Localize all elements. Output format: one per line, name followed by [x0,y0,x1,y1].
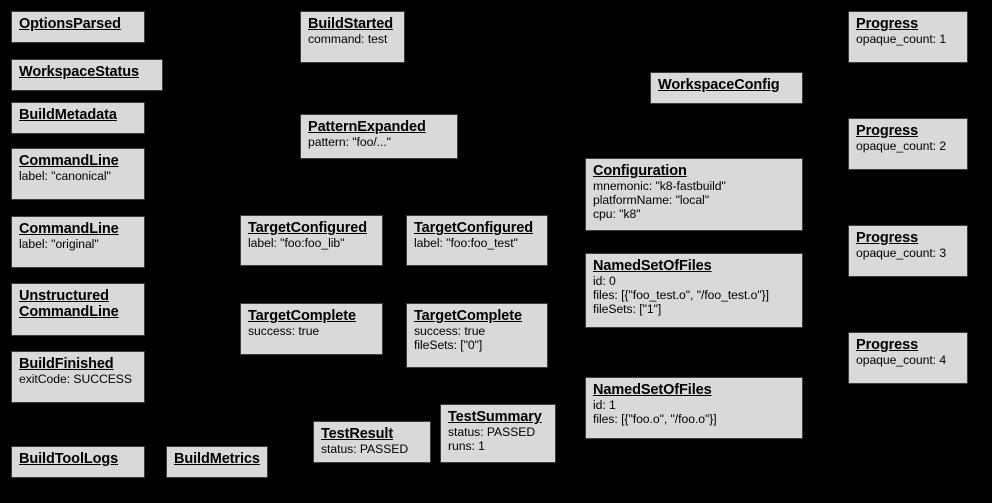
event-node-field: files: [{"foo.o", "/foo.o"}] [593,412,717,427]
event-node-fields: exitCode: SUCCESS [19,373,138,387]
event-node-field: fileSets: ["0"] [414,338,483,353]
event-node-field: label: "foo:foo_test" [414,236,518,251]
event-node-field: command: test [308,32,388,47]
event-node-field: opaque_count: 3 [856,246,947,261]
event-node-fields: success: true [248,325,376,339]
event-node-field: exitCode: SUCCESS [19,372,132,387]
event-node-title: CommandLine [19,153,119,169]
event-node-field: label: "original" [19,237,99,252]
event-node-field: fileSets: ["1"] [593,301,662,316]
event-node-title: Progress [856,123,919,139]
event-node-field: success: true [414,324,486,339]
event-node-unstructured-command-line[interactable]: Unstructured CommandLine [11,283,145,336]
event-node-title: Progress [856,337,919,353]
event-node-field: opaque_count: 4 [856,353,947,368]
event-node-title: Configuration [593,163,687,179]
event-node-title: BuildToolLogs [19,451,119,467]
event-node-fields: opaque_count: 2 [856,140,961,154]
event-node-title: NamedSetOfFiles [593,258,712,274]
event-node-title: BuildStarted [308,16,394,32]
event-node-title: Progress [856,230,919,246]
event-node-field: platformName: "local" [593,193,709,208]
event-node-title: TargetComplete [414,308,522,324]
event-node-fields: opaque_count: 4 [856,354,961,368]
event-node-title: Progress [856,16,919,32]
event-node-title: CommandLine [19,221,119,237]
event-node-field: pattern: "foo/..." [308,135,391,150]
event-node-field: status: PASSED [321,442,409,457]
event-node-field: opaque_count: 1 [856,32,947,47]
event-node-title: NamedSetOfFiles [593,382,712,398]
event-node-title: TestSummary [448,409,542,425]
event-node-fields: label: "canonical" [19,170,138,184]
event-node-field: id: 0 [593,274,616,289]
event-node-fields: label: "foo:foo_test" [414,237,541,251]
event-node-fields: status: PASSED [321,443,424,457]
event-node-build-metadata[interactable]: BuildMetadata [11,102,145,134]
event-node-title: BuildMetadata [19,107,117,123]
event-node-field: id: 1 [593,398,616,413]
event-node-title: WorkspaceConfig [658,77,780,93]
event-node-title: TargetComplete [248,308,356,324]
event-node-title: Unstructured CommandLine [19,288,119,321]
event-node-title: WorkspaceStatus [19,64,139,80]
event-node-title: BuildFinished [19,356,114,372]
event-node-field: success: true [248,324,320,339]
event-node-workspace-config[interactable]: WorkspaceConfig [650,72,803,104]
event-node-title: PatternExpanded [308,119,426,135]
event-node-fields: mnemonic: "k8-fastbuild"platformName: "l… [593,180,796,221]
event-node-title: OptionsParsed [19,16,121,32]
event-node-build-tool-logs[interactable]: BuildToolLogs [11,446,145,478]
event-node-fields: label: "original" [19,238,138,252]
event-node-fields: pattern: "foo/..." [308,136,451,150]
event-node-field: files: [{"foo_test.o", "/foo_test.o"}] [593,288,769,303]
event-node-fields: opaque_count: 1 [856,33,961,47]
event-node-fields: opaque_count: 3 [856,247,961,261]
event-node-field: status: PASSED [448,425,536,440]
event-node-field: runs: 1 [448,439,485,454]
event-node-field: opaque_count: 2 [856,139,947,154]
event-node-fields: label: "foo:foo_lib" [248,237,376,251]
event-node-fields: command: test [308,33,398,47]
event-node-title: TestResult [321,426,394,442]
event-node-field: cpu: "k8" [593,206,641,221]
event-node-field: label: "foo:foo_lib" [248,236,345,251]
event-node-title: TargetConfigured [414,220,533,236]
event-node-field: label: "canonical" [19,169,111,184]
event-node-title: BuildMetrics [174,451,260,467]
event-node-build-metrics[interactable]: BuildMetrics [166,446,268,478]
event-node-workspace-status[interactable]: WorkspaceStatus [11,59,163,91]
event-node-field: mnemonic: "k8-fastbuild" [593,179,726,194]
event-node-title: TargetConfigured [248,220,367,236]
event-node-options-parsed[interactable]: OptionsParsed [11,11,145,43]
